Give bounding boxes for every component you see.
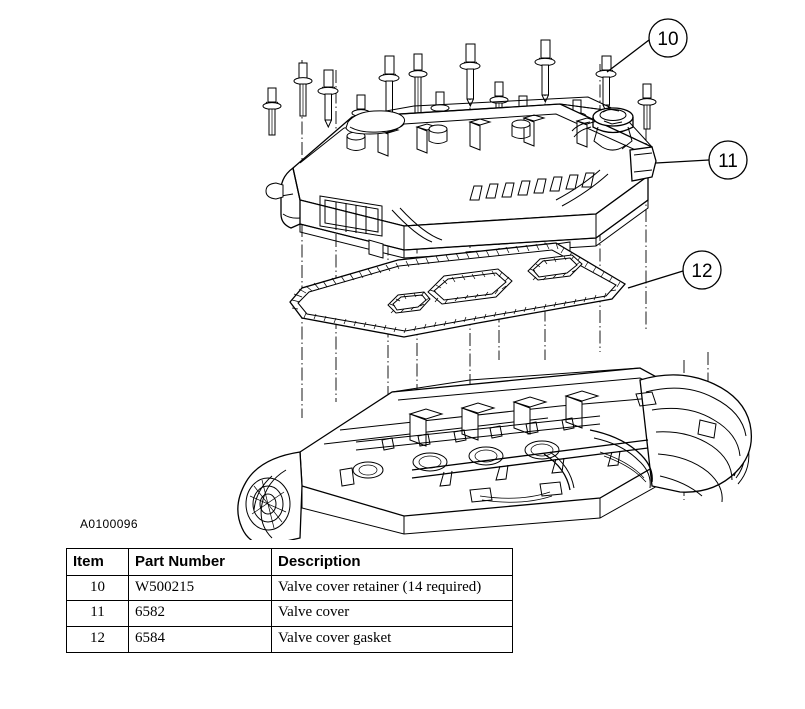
cell-description: Valve cover gasket <box>271 626 513 653</box>
parts-table: Item Part Number Description 10 W500215 … <box>66 548 513 653</box>
timing-cover <box>237 451 303 540</box>
cylinder-head-assembly <box>237 367 753 540</box>
coolant-hoses <box>543 429 653 491</box>
gasket-opening-large <box>427 268 513 305</box>
cell-part-number: 6582 <box>128 600 272 628</box>
cell-description: Valve cover retainer (14 required) <box>271 574 513 602</box>
cam-lobes <box>381 417 575 451</box>
column-header-item: Item <box>66 548 129 576</box>
cell-part-number: W500215 <box>128 574 272 602</box>
retainer-bolt <box>637 83 657 130</box>
table-row: 12 6584 Valve cover gasket <box>66 626 513 653</box>
callout-12-label: 12 <box>691 261 712 282</box>
cell-description: Valve cover <box>271 600 513 628</box>
callout-12[interactable]: 12 <box>682 250 722 290</box>
callout-11[interactable]: 11 <box>708 140 748 180</box>
retainer-bolt-callout-target <box>595 55 617 114</box>
column-header-description: Description <box>271 548 513 576</box>
exploded-view-figure: .ln { fill:none; stroke:#000; stroke-wid… <box>80 18 753 540</box>
figure-line-art: .ln { fill:none; stroke:#000; stroke-wid… <box>237 18 753 540</box>
callout-11-label: 11 <box>718 151 738 172</box>
table-row: 10 W500215 Valve cover retainer (14 requ… <box>66 574 513 602</box>
table-header-row: Item Part Number Description <box>66 548 513 576</box>
wiring-harness <box>479 451 647 503</box>
callout-leaders <box>606 39 710 289</box>
valve-cover <box>265 96 657 267</box>
callout-10[interactable]: 10 <box>648 18 688 58</box>
head-brackets <box>339 391 717 503</box>
breather-plate <box>345 110 406 135</box>
callout-balloons: 10 11 12 <box>648 18 748 290</box>
oil-filler-cap <box>571 107 634 151</box>
cell-item: 10 <box>66 574 129 602</box>
gasket-opening-small <box>387 291 431 314</box>
cell-item: 12 <box>66 626 129 653</box>
cell-part-number: 6584 <box>128 626 272 653</box>
valve-cover-gasket <box>289 242 627 338</box>
retainer-bolt <box>293 62 313 117</box>
intake-manifold <box>639 374 753 503</box>
retainer-bolt <box>459 43 481 108</box>
cam-bearing-caps <box>408 390 600 447</box>
cell-item: 11 <box>66 600 129 628</box>
fuel-rail <box>411 439 649 487</box>
retainer-bolt <box>317 69 339 129</box>
parts-table-container: Item Part Number Description 10 W500215 … <box>66 548 513 653</box>
figure-id-label: A0100096 <box>80 517 138 531</box>
cover-right-fins <box>469 172 595 201</box>
callout-10-label: 10 <box>657 29 678 50</box>
spark-plug-wells <box>346 119 531 151</box>
retainer-bolt <box>534 39 556 104</box>
retainer-bolt <box>262 87 282 136</box>
cover-bosses <box>376 114 599 157</box>
gasket-opening-medium <box>527 254 583 281</box>
column-header-part-number: Part Number <box>128 548 272 576</box>
table-row: 11 6582 Valve cover <box>66 600 513 628</box>
